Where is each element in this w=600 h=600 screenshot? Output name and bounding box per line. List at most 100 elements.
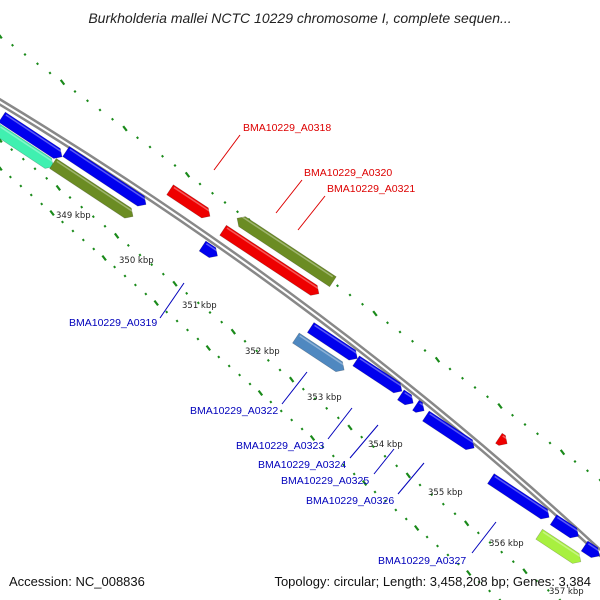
scale-label: 353 kbp [307, 393, 342, 403]
map-title: Burkholderia mallei NCTC 10229 chromosom… [88, 10, 512, 26]
gene-bma10229-a0318 [166, 184, 211, 219]
gene-bma10229-a0319 [198, 240, 218, 258]
minor-tick [278, 368, 282, 372]
minor-tick [321, 445, 325, 449]
major-tick [559, 449, 566, 456]
minor-tick [86, 99, 89, 103]
scale-label: 352 kbp [245, 347, 280, 357]
major-tick [0, 34, 3, 40]
minor-tick [45, 176, 49, 180]
minor-tick [342, 463, 346, 467]
minor-tick [10, 148, 14, 152]
minor-tick [558, 598, 562, 600]
minor-tick [352, 472, 356, 476]
innermost-tick-track [0, 166, 502, 600]
gene-label[interactable]: BMA10229_A0326 [306, 495, 394, 507]
gene-label[interactable]: BMA10229_A0318 [243, 122, 331, 134]
minor-tick [486, 395, 489, 399]
label-leader [297, 195, 326, 231]
major-tick [205, 344, 212, 352]
minor-tick [113, 265, 117, 269]
minor-tick [91, 215, 95, 219]
minor-tick [398, 330, 402, 334]
minor-tick [373, 490, 377, 494]
minor-tick [488, 589, 492, 593]
minor-tick [243, 339, 247, 343]
minor-tick [404, 517, 408, 521]
minor-tick [523, 423, 527, 426]
major-tick [361, 479, 368, 487]
minor-tick [48, 71, 52, 75]
minor-tick [61, 220, 64, 224]
minor-tick [161, 154, 164, 158]
minor-tick [71, 229, 75, 233]
label-leader [327, 407, 353, 440]
minor-tick [92, 247, 96, 251]
minor-tick [394, 508, 398, 512]
major-tick [122, 125, 128, 132]
minor-tick [217, 355, 221, 359]
minor-tick [456, 562, 460, 566]
major-tick [55, 184, 62, 191]
gene-label[interactable]: BMA10229_A0325 [281, 475, 369, 487]
major-tick [466, 569, 472, 577]
gene-label[interactable]: BMA10229_A0322 [190, 405, 278, 417]
gene-label[interactable]: BMA10229_A0320 [304, 167, 392, 179]
gene-small-red [495, 432, 508, 446]
minor-tick [198, 182, 202, 186]
minor-tick [185, 291, 189, 295]
minor-tick [331, 454, 335, 458]
minor-tick [425, 535, 429, 539]
major-tick [230, 328, 237, 335]
minor-tick [126, 243, 130, 247]
minor-tick [300, 427, 304, 431]
minor-tick [411, 339, 414, 343]
major-tick [113, 232, 120, 239]
major-tick [413, 524, 420, 532]
minor-tick [383, 454, 387, 458]
major-tick [463, 520, 470, 527]
minor-tick [40, 202, 44, 206]
gene-bma10229-a0323 [306, 322, 358, 361]
minor-tick [418, 483, 422, 487]
minor-tick [430, 493, 434, 497]
minor-tick [535, 579, 539, 583]
gene-label[interactable]: BMA10229_A0323 [236, 440, 324, 452]
minor-tick [301, 387, 305, 391]
scale-label: 351 kbp [182, 301, 217, 311]
label-leader [159, 282, 185, 319]
major-tick [0, 166, 3, 172]
minor-tick [236, 210, 239, 214]
major-tick [59, 79, 66, 86]
minor-tick [371, 445, 375, 449]
gene-blue-left [0, 111, 63, 159]
minor-tick [573, 460, 577, 463]
minor-tick [313, 397, 317, 401]
gene-blue-a [62, 146, 147, 207]
gene-label[interactable]: BMA10229_A0321 [327, 183, 415, 195]
gene-labels: BMA10229_A0318BMA10229_A0320BMA10229_A03… [69, 122, 466, 567]
genome-summary-text: Topology: circular; Length: 3,458,208 bp… [274, 574, 591, 589]
gene-bma10229-a0327 [487, 473, 550, 520]
gene-bma10229-a0324 [352, 355, 403, 394]
minor-tick [548, 441, 552, 445]
minor-tick [136, 136, 139, 140]
minor-tick [446, 553, 450, 557]
minor-tick [196, 337, 200, 341]
gene-label[interactable]: BMA10229_A0319 [69, 317, 157, 329]
major-tick [372, 310, 378, 317]
minor-tick [461, 376, 464, 380]
minor-tick [448, 367, 452, 371]
major-tick [309, 434, 316, 442]
minor-tick [586, 469, 589, 473]
minor-tick [348, 293, 352, 297]
minor-tick [186, 328, 189, 332]
minor-tick [423, 349, 427, 352]
gene-label[interactable]: BMA10229_A0324 [258, 459, 346, 471]
label-leader [213, 134, 241, 171]
minor-tick [196, 301, 200, 305]
minor-tick [36, 62, 39, 66]
gene-label[interactable]: BMA10229_A0327 [378, 555, 466, 567]
